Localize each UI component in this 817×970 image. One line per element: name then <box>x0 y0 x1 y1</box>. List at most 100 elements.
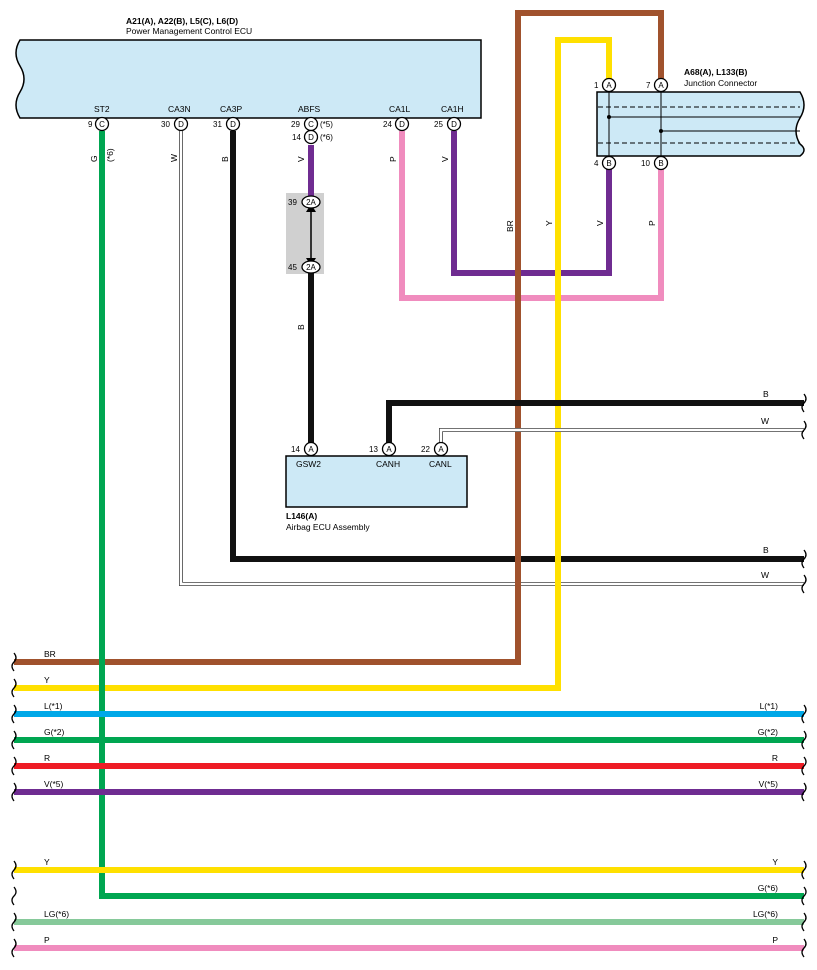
break-mark <box>801 860 807 880</box>
svg-text:2A: 2A <box>306 263 316 272</box>
airbag-pin-canh: A <box>381 441 397 457</box>
svg-text:A: A <box>658 81 664 90</box>
bus-label-right: G(*2) <box>758 727 778 737</box>
svg-text:C: C <box>308 120 314 129</box>
airbag-title: L146(A) <box>286 511 317 521</box>
break-mark <box>11 912 17 932</box>
svg-text:B: B <box>606 159 611 168</box>
bus-label-right: V(*5) <box>759 779 779 789</box>
bus-label-left: R <box>44 753 50 763</box>
junction-pin-number: 10 <box>641 159 650 168</box>
wire-label: G <box>89 155 99 162</box>
ecu-pin-number: 24 <box>383 120 392 129</box>
wire-w-ca3n-core <box>179 131 804 586</box>
junction-box <box>596 91 805 157</box>
relay-pin-number: 39 <box>288 198 297 207</box>
airbag-box <box>285 455 468 508</box>
break-mark <box>11 704 17 724</box>
break-marks <box>11 393 807 958</box>
connector-pins: C D D C D D D A A B B 2A 2A A A A <box>94 77 669 457</box>
ecu-pin-note: (*5) <box>320 120 333 129</box>
svg-text:D: D <box>308 133 314 142</box>
bus-label-left: V(*5) <box>44 779 64 789</box>
ecu-pin-number: 25 <box>434 120 443 129</box>
airbag-pin-label: GSW2 <box>296 459 321 469</box>
power-management-ecu: A21(A), A22(B), L5(C), L6(D) Power Manag… <box>15 16 482 142</box>
wire-b-canh <box>386 400 804 443</box>
wire-label: V <box>595 220 605 226</box>
airbag-ecu: GSW2 CANH CANL 14 13 22 L146(A) Airbag E… <box>285 445 468 532</box>
break-mark <box>801 420 807 440</box>
relay-pin-39: 2A <box>301 195 321 209</box>
junction-pin-10: B <box>653 155 669 171</box>
wire-w-canl-core <box>439 428 804 443</box>
svg-text:A: A <box>386 445 392 454</box>
break-mark <box>801 782 807 802</box>
break-mark <box>801 886 807 906</box>
airbag-pin-gsw2: A <box>303 441 319 457</box>
wire-label: P <box>388 156 398 162</box>
break-mark <box>801 730 807 750</box>
break-mark <box>11 730 17 750</box>
junction-name: Junction Connector <box>684 78 757 88</box>
bus-label-right: R <box>772 753 778 763</box>
wire-label: W <box>761 416 769 426</box>
break-mark <box>11 756 17 776</box>
wire-label: (*6) <box>105 148 115 162</box>
airbag-pin-number: 22 <box>421 445 430 454</box>
break-mark <box>801 574 807 594</box>
ecu-pin-label: CA1H <box>441 104 464 114</box>
wire-w-ca3n <box>179 131 804 586</box>
junction-pin-4: B <box>601 155 617 171</box>
ecu-pin-ca1h: D <box>446 116 462 132</box>
bus-label-left: Y <box>44 857 50 867</box>
ecu-pin-ca1l: D <box>394 116 410 132</box>
svg-text:A: A <box>438 445 444 454</box>
ecu-pin-st2: C <box>94 116 110 132</box>
break-mark <box>11 860 17 880</box>
wire-b-ca3p <box>230 131 804 562</box>
wire-label: Y <box>544 220 554 226</box>
wire-label: W <box>169 154 179 162</box>
airbag-pin-number: 14 <box>291 445 300 454</box>
svg-text:D: D <box>451 120 457 129</box>
break-mark <box>11 938 17 958</box>
ecu-pin-number: 30 <box>161 120 170 129</box>
bus-label-left: BR <box>44 649 56 659</box>
break-mark <box>801 704 807 724</box>
break-mark <box>801 756 807 776</box>
ecu-pin-number: 14 <box>292 133 301 142</box>
wire-y <box>14 37 612 691</box>
wires <box>14 10 804 899</box>
wire-label: V <box>440 156 450 162</box>
junction-pin-number: 4 <box>594 159 599 168</box>
wire-br <box>14 10 664 665</box>
ecu-pin-abfs-c: C <box>303 116 319 132</box>
ecu-name: Power Management Control ECU <box>126 26 252 36</box>
wire-label: B <box>296 324 306 330</box>
svg-text:2A: 2A <box>306 198 316 207</box>
break-mark <box>801 549 807 569</box>
airbag-pin-number: 13 <box>369 445 378 454</box>
svg-text:A: A <box>308 445 314 454</box>
break-mark <box>11 782 17 802</box>
wire-label: W <box>761 570 769 580</box>
wire-label: B <box>220 156 230 162</box>
wire-label: P <box>647 220 657 226</box>
junction-pin-number: 1 <box>594 81 599 90</box>
svg-text:D: D <box>178 120 184 129</box>
bus-label-left: G(*2) <box>44 727 64 737</box>
wire-p-ca1l <box>399 131 664 301</box>
bus-label-right: P <box>772 935 778 945</box>
junction-pin-number: 7 <box>646 81 651 90</box>
wire-labels: G (*6) W B V B P V BR Y V P B W B W <box>89 148 769 580</box>
ecu-pin-label: ST2 <box>94 104 110 114</box>
ecu-box <box>15 39 482 119</box>
junction-pin-7: A <box>653 77 669 93</box>
relay-pin-number: 45 <box>288 263 297 272</box>
wire-label: B <box>763 389 769 399</box>
junction-pin-1: A <box>601 77 617 93</box>
ecu-title: A21(A), A22(B), L5(C), L6(D) <box>126 16 238 26</box>
svg-text:D: D <box>230 120 236 129</box>
svg-text:A: A <box>606 81 612 90</box>
